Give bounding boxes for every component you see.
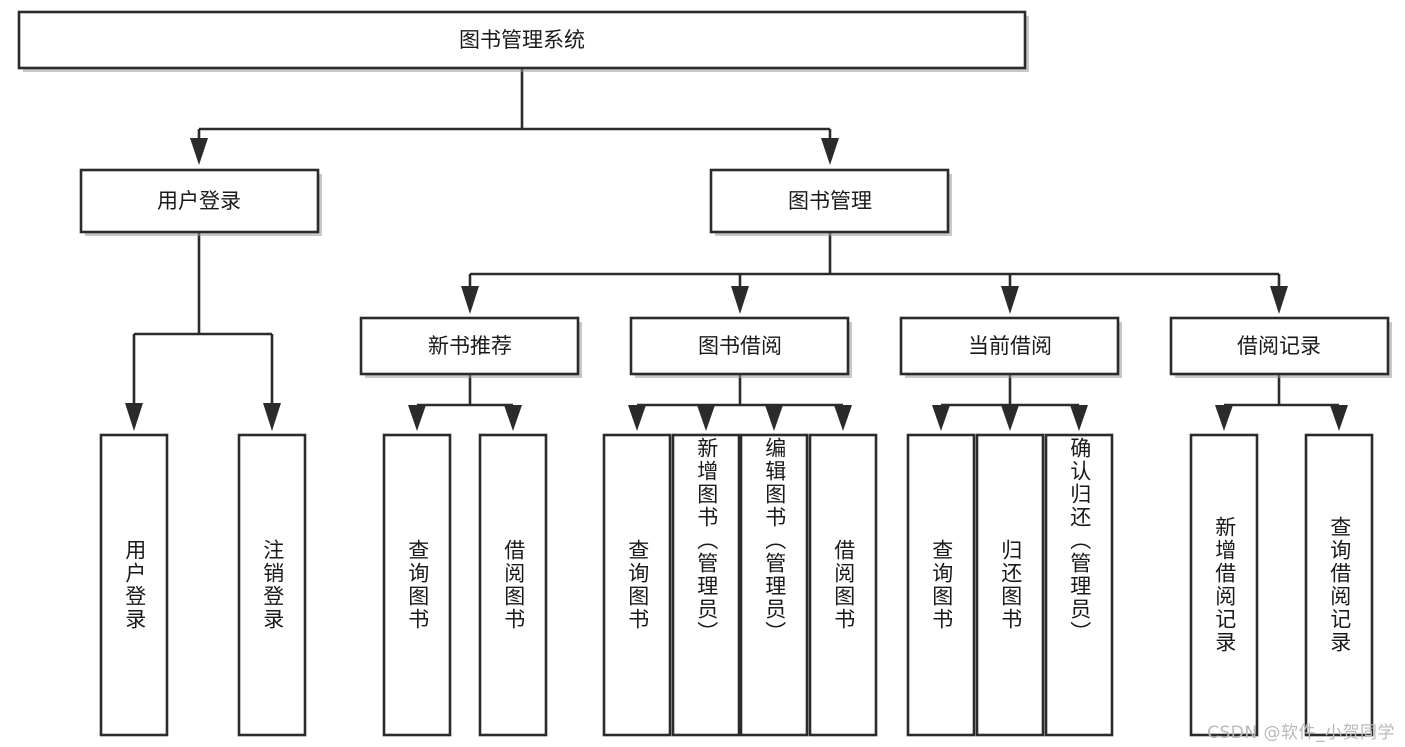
arrow-head-leaf-query-book-1 bbox=[408, 405, 426, 431]
node-borrow-record-label: 借阅记录 bbox=[1237, 334, 1321, 358]
arrow-head-leaf-user-logout bbox=[263, 403, 281, 431]
node-user-login-rect[interactable] bbox=[79, 168, 320, 234]
arrow-head-current-borrow bbox=[1001, 286, 1019, 314]
arrow-head-new-book-recommend bbox=[461, 286, 479, 314]
leaf-query-book-2-rect[interactable] bbox=[602, 433, 672, 737]
leaf-edit-book-admin-rect[interactable] bbox=[739, 433, 809, 737]
leaf-confirm-return-admin-rect[interactable] bbox=[1044, 433, 1114, 737]
arrow-head-leaf-query-book-2 bbox=[628, 405, 646, 431]
arrow-head-book-borrow bbox=[731, 286, 749, 314]
csdn-watermark: CSDN @软件_小贺同学 bbox=[1207, 723, 1395, 743]
connector-group-borrow-record-to-leaves bbox=[1215, 374, 1348, 431]
leaf-add-book-admin-rect[interactable] bbox=[671, 433, 741, 737]
connector-group-new-book-to-leaves bbox=[408, 374, 522, 431]
arrow-head-book-manage bbox=[821, 138, 839, 165]
connector-group-book-borrow-to-leaves bbox=[628, 374, 852, 431]
arrow-head-leaf-query-book-3 bbox=[932, 405, 950, 431]
arrow-head-leaf-borrow-book-1 bbox=[504, 405, 522, 431]
arrow-head-leaf-edit-book-admin bbox=[765, 405, 783, 431]
node-new-book-recommend[interactable]: 新书推荐 bbox=[359, 316, 582, 378]
leaf-user-logout-rect[interactable] bbox=[237, 433, 307, 737]
arrow-head-leaf-confirm-return-admin bbox=[1070, 405, 1088, 431]
leaf-group-borrow-record bbox=[1189, 433, 1374, 737]
node-root-label: 图书管理系统 bbox=[459, 28, 585, 52]
connector-group-user-login-to-leaves bbox=[125, 232, 281, 431]
node-book-borrow-rect[interactable] bbox=[629, 316, 850, 376]
leaf-borrow-book-1-rect[interactable] bbox=[478, 433, 548, 737]
connector-group-current-borrow-to-leaves bbox=[932, 374, 1088, 431]
arrow-head-leaf-user-login bbox=[125, 403, 143, 431]
node-root-rect[interactable] bbox=[17, 10, 1027, 70]
leaf-query-borrow-record-rect[interactable] bbox=[1304, 433, 1374, 737]
leaf-return-book-rect[interactable] bbox=[975, 433, 1045, 737]
node-book-borrow-label: 图书借阅 bbox=[698, 334, 782, 358]
arrow-head-leaf-add-book-admin bbox=[697, 405, 715, 431]
node-current-borrow-label: 当前借阅 bbox=[968, 334, 1052, 358]
connector-group-book-manage-to-level3 bbox=[461, 232, 1288, 314]
node-user-login[interactable]: 用户登录 bbox=[79, 168, 322, 236]
node-user-login-label: 用户登录 bbox=[157, 189, 241, 213]
leaf-group-new-book-recommend bbox=[382, 433, 548, 737]
arrow-head-user-login bbox=[190, 138, 208, 165]
leaf-add-borrow-record-rect[interactable] bbox=[1189, 433, 1259, 737]
connector-group-root-to-level2 bbox=[190, 68, 839, 165]
node-new-book-recommend-rect[interactable] bbox=[359, 316, 580, 376]
node-borrow-record[interactable]: 借阅记录 bbox=[1169, 316, 1392, 378]
node-book-manage-rect[interactable] bbox=[709, 168, 950, 234]
node-book-borrow[interactable]: 图书借阅 bbox=[629, 316, 852, 378]
leaf-borrow-book-2-rect[interactable] bbox=[808, 433, 878, 737]
leaf-group-current-borrow bbox=[906, 433, 1114, 737]
leaf-group-book-borrow bbox=[602, 433, 878, 737]
arrow-head-leaf-return-book bbox=[1001, 405, 1019, 431]
node-current-borrow-rect[interactable] bbox=[899, 316, 1120, 376]
arrow-head-leaf-add-borrow-record bbox=[1215, 405, 1233, 431]
arrow-head-borrow-record bbox=[1270, 286, 1288, 314]
node-book-manage[interactable]: 图书管理 bbox=[709, 168, 952, 236]
node-current-borrow[interactable]: 当前借阅 bbox=[899, 316, 1122, 378]
leaf-user-login-rect[interactable] bbox=[99, 433, 169, 737]
node-book-manage-label: 图书管理 bbox=[788, 189, 872, 213]
leaf-group-user-login bbox=[99, 433, 307, 737]
leaf-query-book-3-rect[interactable] bbox=[906, 433, 976, 737]
arrow-head-leaf-query-borrow-record bbox=[1330, 405, 1348, 431]
node-root[interactable]: 图书管理系统 bbox=[17, 10, 1029, 72]
node-borrow-record-rect[interactable] bbox=[1169, 316, 1390, 376]
node-new-book-recommend-label: 新书推荐 bbox=[428, 334, 512, 358]
arrow-head-leaf-borrow-book-2 bbox=[834, 405, 852, 431]
leaf-query-book-1-rect[interactable] bbox=[382, 433, 452, 737]
